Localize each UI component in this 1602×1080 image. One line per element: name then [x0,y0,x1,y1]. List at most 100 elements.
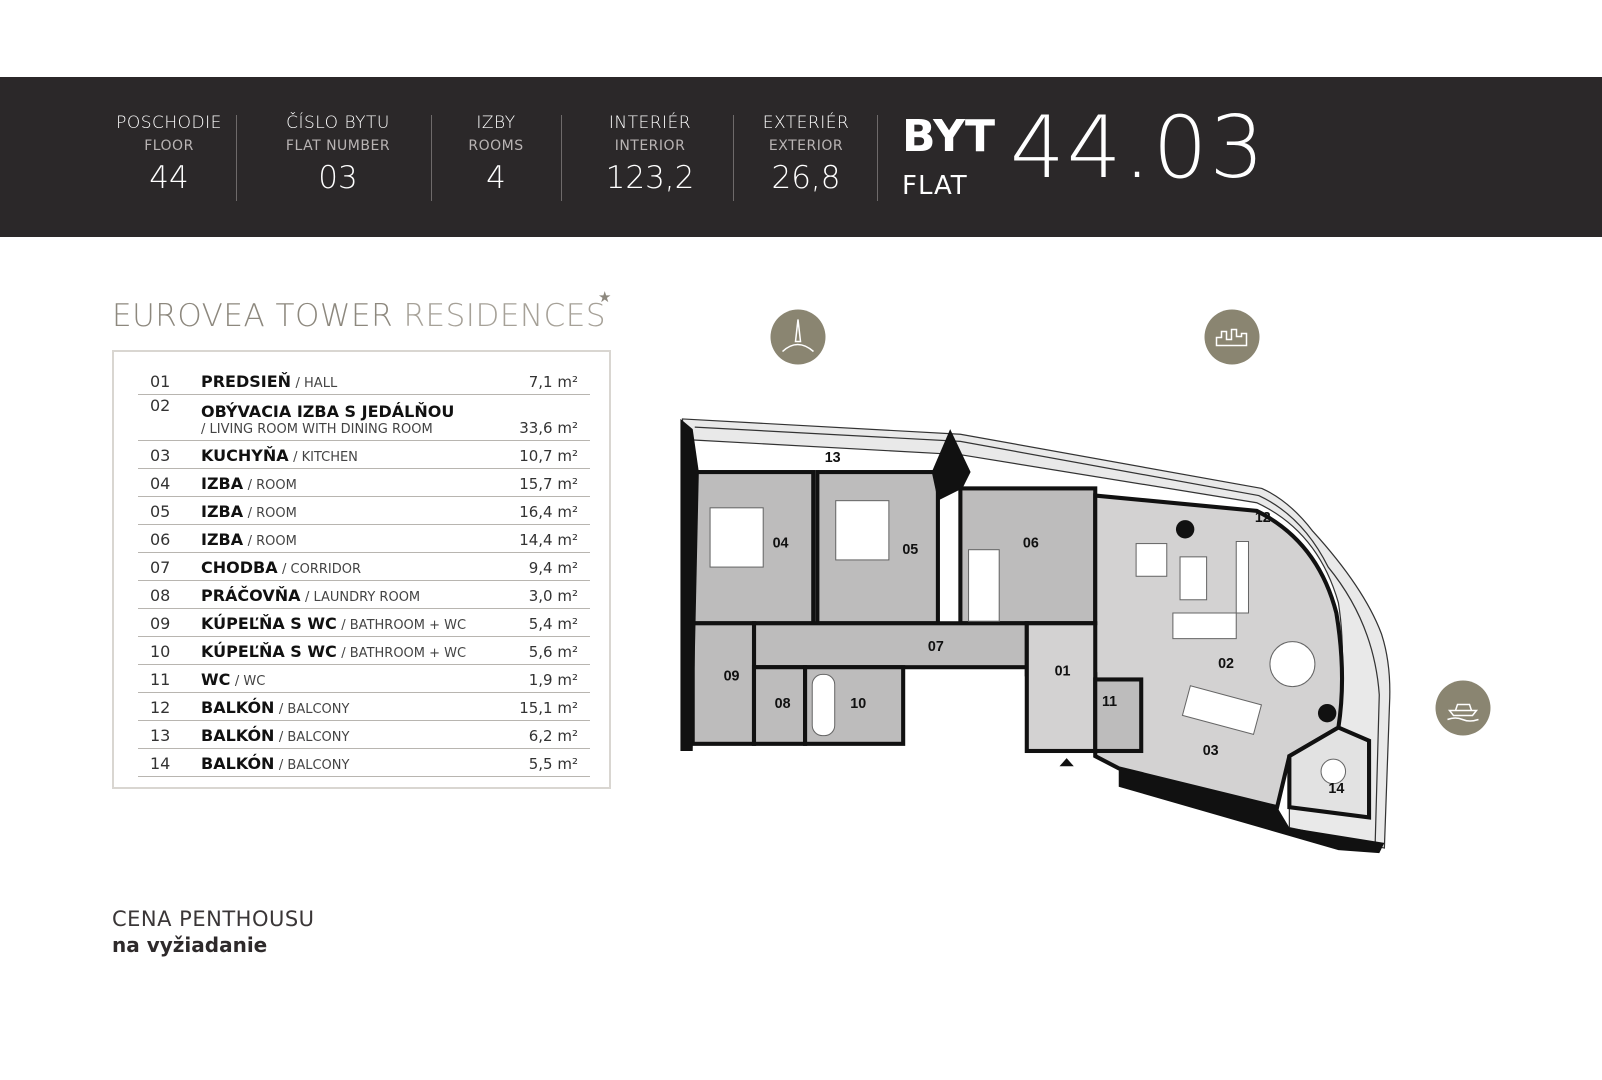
stat-value: 44 [149,160,189,196]
area-unit: m² [557,755,578,773]
divider [733,115,734,201]
stat-interior: INTERIÉR INTERIOR 123,2 [606,113,695,196]
stat-floor: POSCHODIE FLOOR 44 [116,113,222,196]
room-number: 09 [150,614,171,633]
room-name-en: / BATHROOM + WC [341,618,467,633]
area-value: 6,2 [528,727,553,745]
room-name-en: / LAUNDRY ROOM [304,590,421,605]
plan-label: 11 [1102,694,1117,710]
stat-sublabel: FLOOR [144,138,194,154]
plan-label: 05 [902,542,918,558]
room-name-en: / HALL [295,376,338,391]
room-area: 6,2 m² [529,727,578,745]
plan-label: 06 [1023,536,1039,552]
divider [877,115,878,201]
pillar [1175,520,1195,539]
stat-sublabel: FLAT NUMBER [285,138,391,154]
room-row: 05 IZBA / ROOM 16,4 m² [138,496,590,525]
room-number: 01 [150,372,171,391]
room-name-en: / ROOM [247,506,297,521]
stat-sublabel: EXTERIOR [768,138,844,154]
byt-label: BYT [902,111,996,162]
room-number: 10 [150,642,171,661]
room-area: 5,6 m² [529,643,578,661]
dining-table-icon [1269,641,1316,688]
area-value: 10,7 [519,447,553,465]
stat-value: 03 [318,160,358,196]
room-name-en: / ROOM [247,534,297,549]
room-name: WC [201,670,231,689]
area-value: 33,6 [519,419,553,437]
divider [431,115,432,201]
room-area: 15,7 m² [519,475,578,493]
stat-value: 123,2 [605,160,695,196]
room-area: 9,4 m² [529,559,578,577]
room-area: 5,5 m² [529,755,578,773]
room-name-en: / KITCHEN [293,450,358,465]
stat-sublabel: INTERIOR [614,138,686,154]
divider [561,115,562,201]
stat-exterior: EXTERIÉR EXTERIOR 26,8 [763,113,850,196]
room-area: 16,4 m² [519,503,578,521]
room-number: 05 [150,502,171,521]
stat-flat-number: ČÍSLO BYTU FLAT NUMBER 03 [286,113,390,196]
plan-label: 08 [775,696,791,712]
brand-part2: RESIDENCES [403,298,607,334]
room-area: 33,6 m² [519,419,578,437]
room-name: IZBA [201,502,244,521]
area-value: 5,4 [528,615,553,633]
plan-label: 01 [1055,663,1071,679]
area-unit: m² [557,373,578,391]
area-value: 5,6 [528,643,553,661]
room-name-en: / CORRIDOR [282,562,362,577]
room-07 [751,621,1029,670]
area-value: 9,4 [528,559,553,577]
plan-label: 12 [1255,510,1271,526]
landmark-view-icon [770,309,826,365]
area-unit: m² [557,699,578,717]
stat-rooms: IZBY ROOMS 4 [468,113,523,196]
room-area: 14,4 m² [519,531,578,549]
stat-label: IZBY [476,113,516,133]
star-icon: ★ [598,288,612,306]
bed-icon [709,507,764,568]
plan-label: 10 [850,696,866,712]
room-area: 5,4 m² [529,615,578,633]
price-value: na vyžiadanie [112,933,268,957]
header-band: POSCHODIE FLOOR 44 ČÍSLO BYTU FLAT NUMBE… [0,77,1602,237]
room-name-en: / BALCONY [278,702,350,717]
room-area: 3,0 m² [529,587,578,605]
area-value: 14,4 [519,531,553,549]
area-unit: m² [557,559,578,577]
coffee-table [1179,556,1208,601]
room-number: 06 [150,530,171,549]
stat-label: INTERIÉR [608,113,692,133]
area-value: 5,5 [528,755,553,773]
stat-label: ČÍSLO BYTU [286,113,390,133]
area-value: 7,1 [528,373,553,391]
room-number: 04 [150,474,171,493]
room-number: 11 [150,670,171,689]
plan-label: 07 [928,639,944,655]
armchair-icon [1135,543,1168,577]
room-name: IZBA [201,474,244,493]
area-value: 16,4 [519,503,553,521]
plan-label: 03 [1203,743,1219,759]
room-name: BALKÓN [201,698,275,717]
room-11 [1093,677,1144,754]
brand-logo: EUROVEA TOWER RESIDENCES [112,298,606,334]
stat-value: 26,8 [771,160,841,196]
sofa-icon [1172,541,1250,640]
bed-icon [835,500,890,561]
furniture [709,500,1347,785]
brand-part1: EUROVEA TOWER [112,298,394,334]
column [931,429,971,501]
